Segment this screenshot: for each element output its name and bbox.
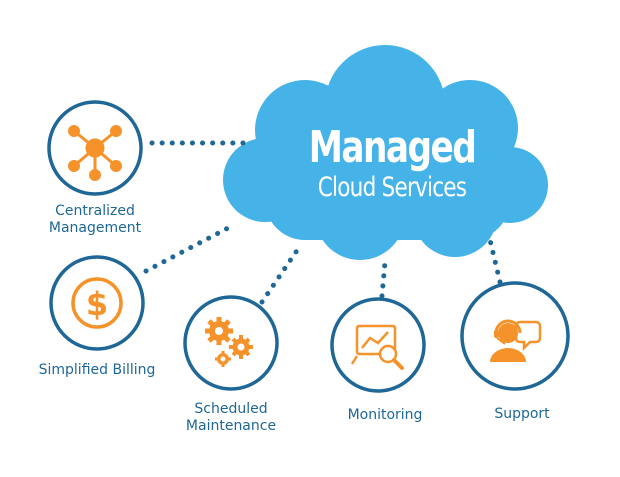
cloud-subtitle: Cloud Services [317,172,467,203]
label-line: Simplified Billing [38,362,156,378]
gears-icon [205,317,253,367]
node-ring-maintenance [183,295,279,391]
svg-text:$: $ [86,285,108,323]
connector-billing [143,225,231,274]
label-line: Maintenance [185,418,277,434]
connector-maintenance [259,243,303,305]
cloud-shape [223,45,548,260]
label-line: Scheduled [194,401,268,417]
connector-support [487,237,503,285]
label-scheduled-maintenance: Scheduled Maintenance [186,401,276,435]
connector-lines [143,140,503,305]
connector-monitoring [379,259,388,299]
label-centralized-management: Centralized Management [49,203,141,237]
cloud-title: Managed [308,122,477,173]
label-monitoring: Monitoring [348,407,423,424]
chart-magnifier-icon [350,324,404,370]
headset-agent-icon [490,319,542,362]
label-line: Management [48,220,142,236]
node-ring-monitoring [330,297,426,393]
label-simplified-billing: Simplified Billing [39,362,156,379]
dollar-coin-icon: $ [71,277,123,329]
network-hub-icon [68,125,122,181]
label-line: Support [494,406,550,422]
label-line: Monitoring [347,407,423,423]
label-line: Centralized [55,203,135,219]
label-support: Support [494,406,549,423]
node-ring-billing [49,255,145,351]
